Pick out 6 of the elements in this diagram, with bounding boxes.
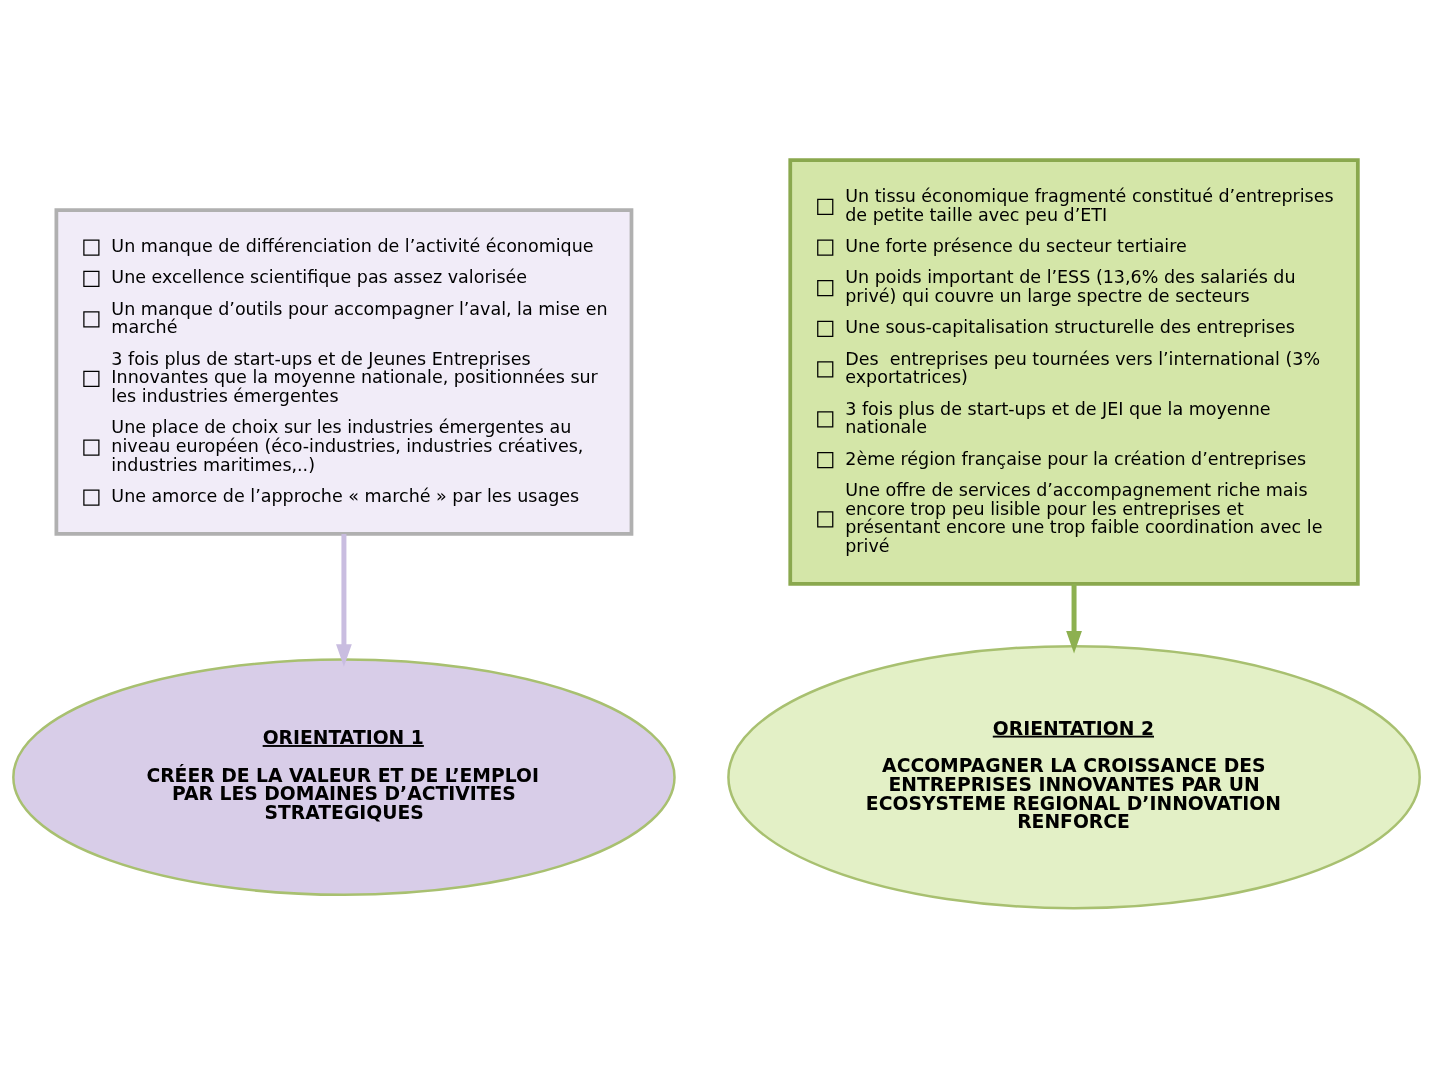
- node-box: Un tissu économique fragmenté constitué d’entreprises de petite taille avec peu d’ETI Une forte présence du secteur tertiaire Un poids important de l’ESS (13,6% des salariés du privé) qui couvre un large spectre de secteurs Une sous-capitalisation structurelle des entreprises Des entreprises peu tournées vers l’international (3% exportatrices) 3 fois plus de start-ups et de JEI que la moyenne nationale 2ème région française pour la création d’entreprises Une offre de services d’accompagnement riche mais encore trop peu lisible pour les entreprises et présentant encore une trop faible coordination avec le privé: [788, 158, 1360, 586]
- arrow: [336, 534, 352, 667]
- arrow: [1066, 583, 1082, 654]
- node-ellipse: ORIENTATION 2 ACCOMPAGNER LA CROISSANCE DES ENTREPRISES INNOVANTES PAR UN ECOSYSTEME REGIONAL D’INNOVATION RENFORCE: [727, 644, 1421, 910]
- node-box: Un manque de différenciation de l’activité économique Une excellence scientifique pas assez valorisée Un manque d’outils pour accompagner l’aval, la mise en marché 3 fois plus de start-ups et de Jeunes Entreprises Innovantes que la moyenne nationale, positionnées sur les industries émergentes Une place de choix sur les industries émergentes au niveau européen (éco-industries, industries créatives, industries maritimes,..) Une amorce de l’approche « marché » par les usages: [54, 208, 634, 536]
- node-ellipse: ORIENTATION 1 CRÉER DE LA VALEUR ET DE L’EMPLOI PAR LES DOMAINES D’ACTIVITES STRATEGIQUES: [12, 658, 676, 897]
